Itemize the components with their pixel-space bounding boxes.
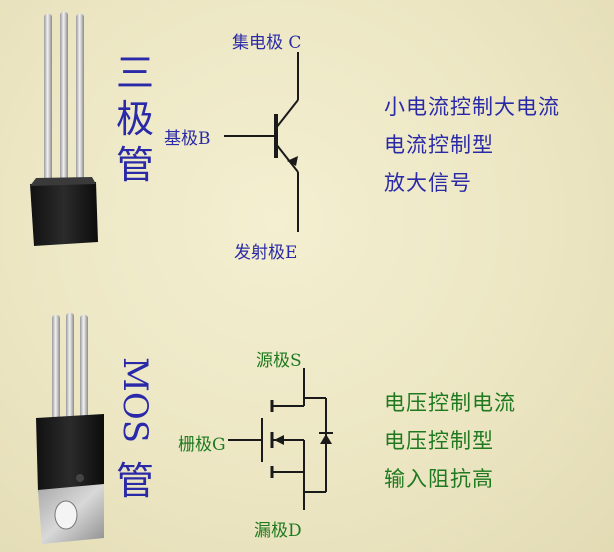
mos-symbol (228, 368, 333, 510)
bjt-base-label: 基极B (164, 129, 211, 149)
bjt-description-line: 放大信号 (384, 171, 472, 195)
mos-title: MOS 管 (112, 346, 158, 506)
mos-description-line: 电压控制型 (384, 429, 494, 453)
mos-description: 电压控制电流 电压控制型 输入阻抗高 (384, 384, 516, 498)
mos-description-line: 电压控制电流 (384, 391, 516, 415)
mos-title-latin: MOS (115, 357, 155, 443)
bjt-collector-label: 集电极 C (232, 33, 302, 53)
mos-title-char: 管 (115, 459, 154, 503)
bjt-description: 小电流控制大电流 电流控制型 放大信号 (384, 88, 560, 202)
mos-source-label: 源极S (256, 351, 302, 371)
bjt-title-char: 管 (115, 143, 154, 187)
bjt-title-char: 极 (115, 97, 154, 141)
bjt-symbol (224, 52, 299, 232)
bjt-emitter-label: 发射极E (234, 243, 298, 263)
bjt-component-photo (30, 12, 98, 246)
bjt-title-char: 三 (115, 51, 154, 95)
mos-drain-label: 漏极D (254, 521, 302, 541)
bjt-description-line: 小电流控制大电流 (384, 95, 560, 119)
mos-gate-label: 栅极G (178, 435, 226, 455)
bjt-title: 三 极 管 (112, 50, 158, 188)
mos-component-photo (36, 313, 104, 544)
bjt-description-line: 电流控制型 (384, 133, 494, 157)
mos-description-line: 输入阻抗高 (384, 467, 494, 491)
